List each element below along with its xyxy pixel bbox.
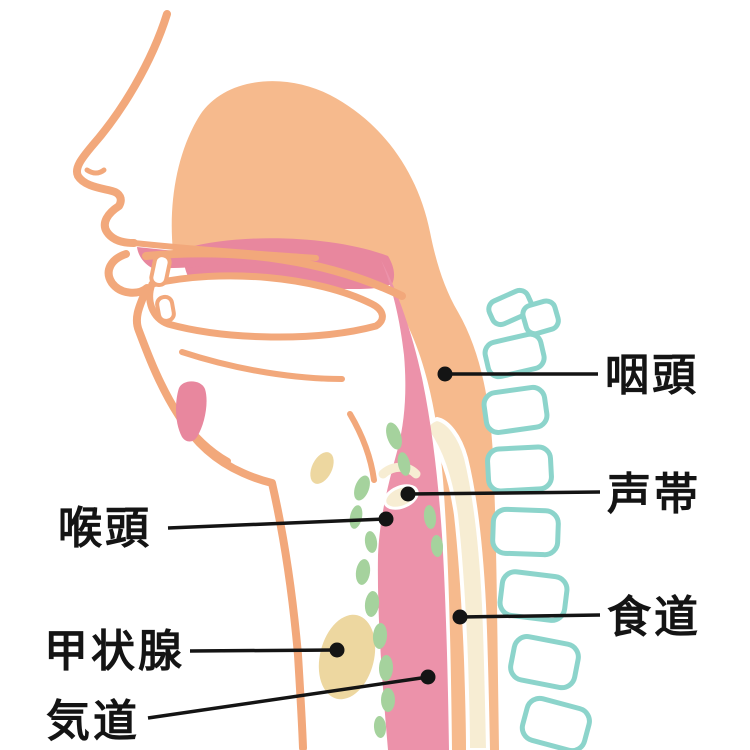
vertebra: [490, 506, 561, 558]
esophagus-shape: [425, 416, 491, 750]
leader-line-esophagus: [459, 613, 601, 619]
hyoid-bone-shape: [310, 452, 334, 484]
lymph-node: [355, 559, 371, 585]
leader-line-larynx: [167, 517, 387, 530]
lymph-node: [423, 505, 437, 529]
annotations: 咽頭 声帯 食道 喉頭 甲状腺 気道: [44, 350, 701, 747]
tongue-shape: [146, 272, 386, 341]
vertebra: [482, 331, 547, 380]
label-dot-pharynx: [437, 366, 453, 382]
nostril-line: [84, 167, 107, 176]
lymph-node: [430, 535, 444, 557]
label-dot-airway: [420, 669, 436, 685]
lymph-nodes: [349, 422, 444, 738]
label-airway: 気道: [46, 696, 140, 747]
lymph-node: [372, 623, 388, 649]
face-profile-lines: [73, 10, 406, 750]
lymph-node: [378, 655, 394, 681]
lymph-node: [364, 591, 380, 617]
leader-line-airway: [147, 675, 429, 720]
leader-line-vocal-cords: [407, 490, 601, 496]
epiglottis-line: [347, 411, 377, 483]
label-esophagus: 食道: [607, 592, 701, 643]
leader-line-thyroid: [189, 648, 338, 653]
lymph-node: [354, 475, 370, 501]
uvula-shape: [175, 381, 207, 442]
label-vocal-cords: 声帯: [607, 469, 701, 520]
vertebra: [520, 298, 561, 337]
lower-incisor-shape: [155, 294, 176, 323]
thyroid-gland-shape: [318, 614, 376, 700]
lymph-node: [349, 505, 363, 529]
vertebra: [519, 695, 592, 750]
lymph-node: [364, 531, 378, 553]
label-dot-esophagus: [452, 609, 468, 625]
vertebra: [481, 384, 550, 435]
vertebra: [508, 634, 581, 691]
label-dot-larynx: [378, 511, 394, 527]
label-dot-thyroid: [329, 642, 345, 658]
lymph-node: [373, 716, 387, 738]
cervical-vertebrae: [481, 287, 592, 750]
label-larynx: 喉頭: [58, 503, 152, 554]
lymph-node: [397, 452, 411, 476]
vertebra: [485, 444, 554, 494]
label-pharynx: 咽頭: [605, 350, 699, 401]
lymph-node: [386, 422, 402, 450]
palate-line: [142, 249, 406, 300]
forehead-nose-lip-line: [73, 10, 171, 247]
upper-incisor-shape: [149, 253, 172, 288]
mouth-floor-line: [179, 349, 345, 382]
vertebra: [497, 569, 570, 623]
pharynx-trachea-shape: [377, 260, 449, 750]
lymph-node: [381, 688, 395, 712]
label-dot-vocal-cords: [400, 486, 416, 502]
label-thyroid: 甲状腺: [44, 626, 185, 677]
